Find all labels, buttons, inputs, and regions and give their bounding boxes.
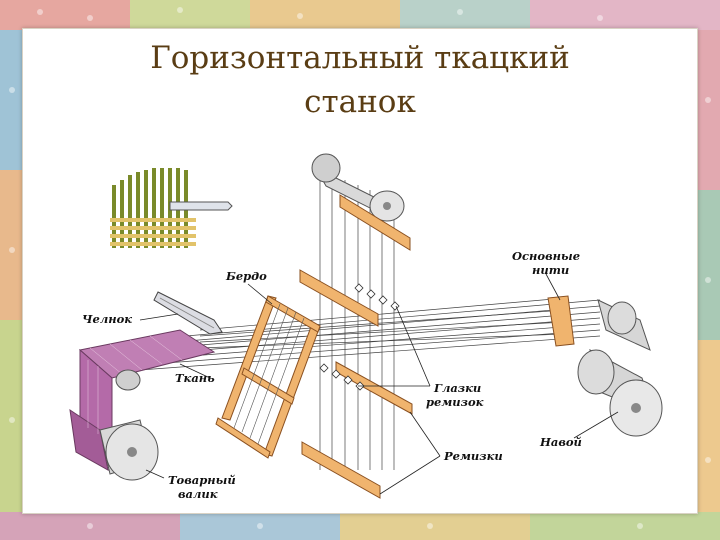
diagram-labels: Бердо Челнок Ткань Товарный валик Основн… xyxy=(82,249,582,501)
label-tkan: Ткань xyxy=(175,371,215,385)
heddle-frames xyxy=(299,194,413,499)
upper-roller xyxy=(311,153,405,222)
shuttle xyxy=(153,291,223,335)
upper-threads xyxy=(319,170,395,470)
label-tovarny-line1: Товарный xyxy=(168,473,236,487)
label-glazki-line1: Глазки xyxy=(433,381,481,395)
reed-frame xyxy=(215,295,321,459)
label-chelnok: Челнок xyxy=(82,312,132,326)
slide-title: Горизонтальный ткацкий станок xyxy=(22,36,698,124)
label-remizki: Ремизки xyxy=(443,449,503,463)
title-line-2: станок xyxy=(304,84,416,120)
label-osnovnye-line2: нити xyxy=(532,263,569,277)
label-berdo: Бердо xyxy=(225,269,267,283)
heddle-eyes xyxy=(319,283,400,391)
loom-diagram: Бердо Челнок Ткань Товарный валик Основн… xyxy=(69,153,663,501)
label-glazki-line2: ремизок xyxy=(426,395,484,409)
woven-fabric xyxy=(69,329,216,471)
reed-wires xyxy=(233,303,305,445)
label-navoy: Навой xyxy=(539,435,582,449)
cloth-roller xyxy=(99,369,159,481)
weave-inset-illustration xyxy=(110,168,233,248)
leader-lines xyxy=(139,273,619,495)
label-osnovnye-line1: Основные xyxy=(512,249,580,263)
title-line-1: Горизонтальный ткацкий xyxy=(150,40,570,76)
warp-beam xyxy=(547,295,663,437)
label-tovarny-line2: валик xyxy=(178,487,218,501)
